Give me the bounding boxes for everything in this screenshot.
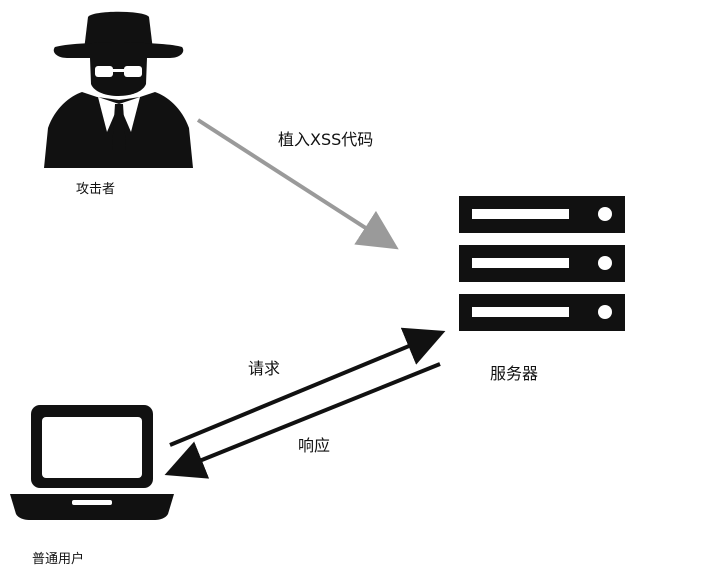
inject-arrow [196, 118, 399, 250]
request-label: 请求 [248, 359, 281, 378]
request-arrow [169, 327, 446, 447]
response-arrow [164, 362, 441, 479]
attacker-label: 攻击者 [76, 182, 116, 197]
server-rack-icon [459, 196, 625, 331]
user-label: 普通用户 [32, 552, 85, 567]
inject-label: 植入XSS代码 [278, 130, 374, 149]
response-label: 响应 [298, 436, 331, 455]
laptop-icon [10, 405, 174, 520]
server-label: 服务器 [490, 364, 539, 383]
spy-glasses [95, 66, 142, 77]
spy-collar [98, 97, 140, 160]
